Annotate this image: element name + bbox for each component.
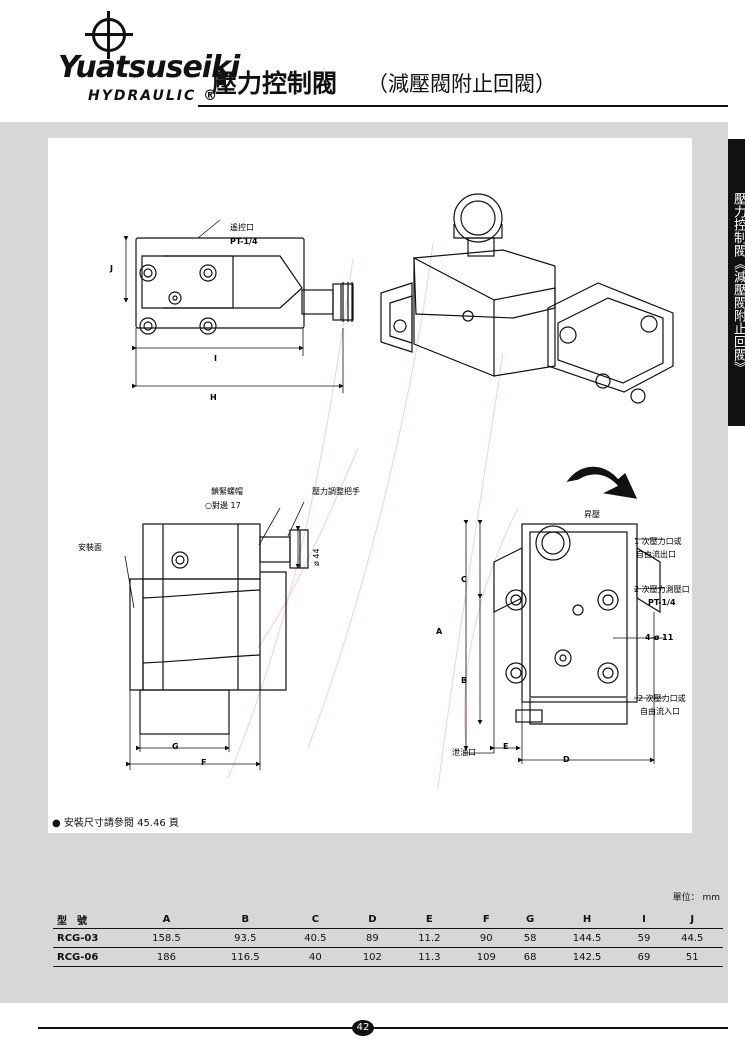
diameter-44-label: ø 44 xyxy=(312,548,321,566)
model-cell: RCG-03 xyxy=(53,928,127,948)
dimension-f-label: F xyxy=(201,758,206,767)
front-valve-view xyxy=(493,466,661,725)
table-row: RCG-03 158.5 93.5 40.5 89 11.2 90 58 144… xyxy=(53,928,723,948)
drain-port-label: 泄油口 xyxy=(452,747,476,757)
model-cell: RCG-06 xyxy=(53,947,127,967)
dimension-a-label: A xyxy=(436,627,443,636)
top-pt-label: PT-1/4 xyxy=(230,237,258,246)
page-title: 壓力控制閥 xyxy=(212,69,338,98)
column-j-header: J xyxy=(661,910,723,929)
dimension-e-label: E xyxy=(503,742,508,751)
brand-name: Yuatsuseiki xyxy=(58,50,240,85)
free-flow-in-label: 自由流入口 xyxy=(640,706,680,716)
lower-left-valve-view xyxy=(129,523,309,735)
table-row: RCG-06 186 116.5 40 102 11.3 109 68 142.… xyxy=(53,947,723,967)
model-header: 型 號 xyxy=(53,910,127,929)
mounting-note: ● 安裝尺寸請參閱 45.46 頁 xyxy=(52,818,179,829)
pressure-handle-label: 壓力調整把手 xyxy=(312,486,360,496)
front-dimensions xyxy=(463,520,665,764)
table-cell: 144.5 xyxy=(547,928,627,948)
table-cell: 11.2 xyxy=(398,928,460,948)
secondary-pt-label: PT-1/4 xyxy=(648,598,676,607)
table-cell: 40 xyxy=(284,947,347,967)
secondary-port-label: 2 次壓力口或 xyxy=(638,693,686,703)
column-a-header: A xyxy=(127,910,206,929)
table-cell: 68 xyxy=(512,947,548,967)
isometric-valve-view xyxy=(380,193,674,404)
table-cell: 44.5 xyxy=(661,928,723,948)
table-cell: 59 xyxy=(626,928,662,948)
table-cell: 109 xyxy=(459,947,513,967)
lock-nut-label: 鎖緊螺帽 xyxy=(211,486,243,496)
table-cell: 69 xyxy=(626,947,662,967)
table-cell: 186 xyxy=(127,947,206,967)
company-symbol-icon xyxy=(85,11,133,59)
table-cell: 116.5 xyxy=(205,947,285,967)
column-c-header: C xyxy=(284,910,347,929)
top-dimensions xyxy=(123,219,344,393)
column-f-header: F xyxy=(459,910,513,929)
free-flow-out-label: 自由流出口 xyxy=(636,549,676,559)
column-e-header: E xyxy=(398,910,460,929)
mounting-surface-label: 安裝面 xyxy=(78,542,102,552)
table-cell: 102 xyxy=(346,947,399,967)
dimension-i-label: I xyxy=(214,354,217,363)
dimension-j-label: J xyxy=(109,264,113,273)
lower-left-dimensions xyxy=(124,501,305,770)
table-cell: 90 xyxy=(459,928,513,948)
primary-port-label: 1 次壓力口或 xyxy=(634,536,682,546)
technical-drawing-card xyxy=(48,138,692,833)
table-header-row: 型 號 A B C D E F G H I J xyxy=(53,910,723,929)
header-divider xyxy=(198,105,728,107)
brand-subtitle: HYDRAULIC ® xyxy=(88,88,220,104)
technical-drawing: 遙控口 PT-1/4 J I H 鎖緊螺帽 ○對邊 17 壓力調整把手 安裝面 … xyxy=(78,193,690,789)
table-cell: 51 xyxy=(661,947,723,967)
dimension-c-label: C xyxy=(461,575,467,584)
table-cell: 58 xyxy=(512,928,548,948)
top-valve-view xyxy=(135,237,354,335)
dimension-h-label: H xyxy=(210,393,217,402)
increase-pressure-label: 昇壓 xyxy=(584,510,600,519)
top-port-label: 遙控口 xyxy=(230,222,254,232)
table-cell: 93.5 xyxy=(205,928,285,948)
flat-size-label: ○對邊 17 xyxy=(205,500,241,510)
dimension-table: 型 號 A B C D E F G H I J RCG-03 158.5 93.… xyxy=(53,910,723,967)
dimension-d-label: D xyxy=(563,755,570,764)
footer-divider xyxy=(38,1027,728,1029)
dimension-g-label: G xyxy=(172,742,179,751)
page-subtitle: （減壓閥附止回閥） xyxy=(367,72,556,96)
page-header: Yuatsuseiki HYDRAULIC ® 壓力控制閥 （減壓閥附止回閥） xyxy=(0,0,745,122)
table-cell: 158.5 xyxy=(127,928,206,948)
hole-spec-label: 4-ø 11 xyxy=(645,633,674,642)
unit-label: 單位： mm xyxy=(672,893,720,903)
side-category-tab: 壓力控制閥《減壓閥附止回閥》 xyxy=(728,139,745,426)
table-cell: 40.5 xyxy=(284,928,347,948)
dimension-b-label: B xyxy=(461,676,467,685)
column-i-header: I xyxy=(626,910,662,929)
column-g-header: G xyxy=(512,910,548,929)
secondary-gauge-port-label: 2 次壓力測壓口 xyxy=(634,584,690,594)
table-cell: 89 xyxy=(346,928,399,948)
table-cell: 11.3 xyxy=(398,947,460,967)
column-h-header: H xyxy=(547,910,627,929)
column-b-header: B xyxy=(205,910,285,929)
table-cell: 142.5 xyxy=(547,947,627,967)
page-number: 42 xyxy=(352,1020,374,1036)
column-d-header: D xyxy=(346,910,399,929)
